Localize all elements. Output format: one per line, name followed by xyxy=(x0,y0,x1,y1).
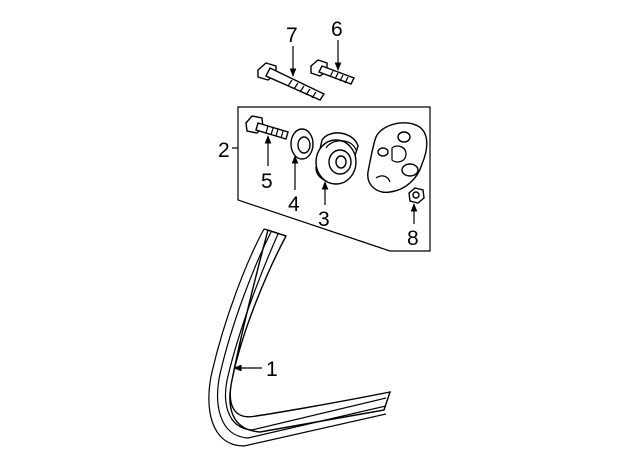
pulley-bolt-icon[interactable] xyxy=(245,115,289,140)
pulley-spacer-icon[interactable] xyxy=(290,128,314,160)
callout-5: 5 xyxy=(261,170,273,193)
callout-8: 8 xyxy=(407,227,419,250)
assembly-outline-box xyxy=(232,106,431,252)
callout-6: 6 xyxy=(331,18,343,41)
drive-belt-icon[interactable] xyxy=(208,228,392,447)
callout-7: 7 xyxy=(286,24,298,47)
callout-1: 1 xyxy=(266,358,278,381)
idler-pulley-icon[interactable] xyxy=(315,132,359,185)
callout-3: 3 xyxy=(318,208,330,231)
callout-2: 2 xyxy=(218,139,230,162)
callout-4: 4 xyxy=(288,193,300,216)
tensioner-body-icon[interactable] xyxy=(367,122,428,193)
leader-lines xyxy=(233,40,418,372)
long-bolt-icon[interactable] xyxy=(257,62,326,101)
nut-icon[interactable] xyxy=(408,187,425,204)
short-bolt-icon[interactable] xyxy=(310,59,355,85)
